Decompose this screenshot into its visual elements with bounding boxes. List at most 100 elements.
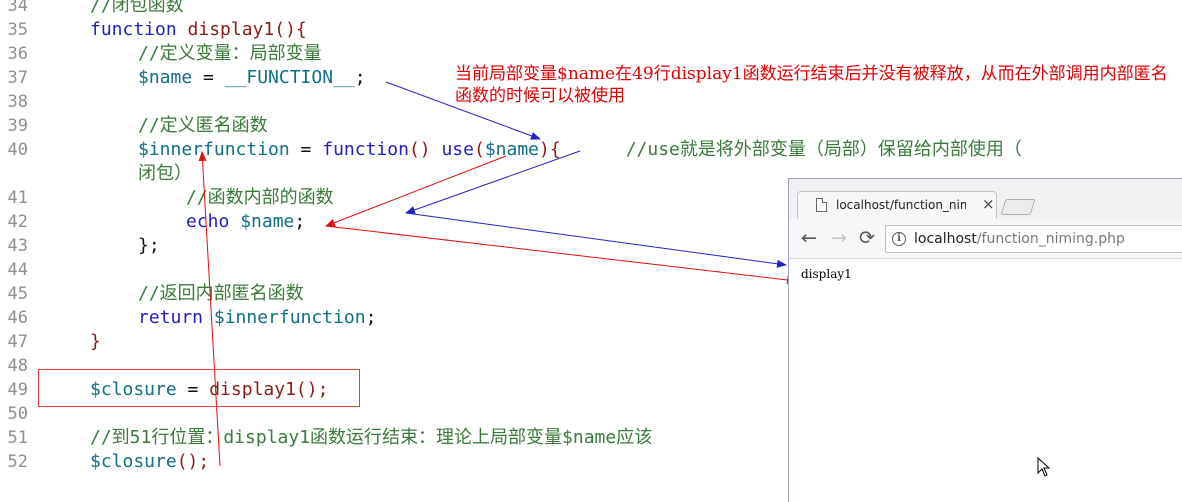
code-line: 47}: [0, 330, 1182, 354]
code-token: ();: [176, 451, 210, 472]
browser-tab[interactable]: localhost/function_niming.php ×: [797, 191, 997, 219]
code-token: [229, 211, 240, 232]
code-text: $closure();: [90, 450, 209, 474]
code-token: $name: [484, 139, 539, 160]
code-line: 41 //函数内部的函数: [0, 186, 1182, 210]
line-number: 38: [7, 92, 28, 112]
reload-icon[interactable]: ⟳: [859, 227, 875, 249]
tab-title: localhost/function_niming.php: [836, 198, 966, 212]
address-url[interactable]: localhost/function_niming.php: [914, 230, 1125, 248]
code-text: //函数内部的函数: [186, 186, 334, 210]
line-number: 40: [7, 140, 28, 160]
code-token: ;: [354, 67, 366, 88]
code-text: return $innerfunction;: [138, 306, 376, 330]
code-text: };: [138, 234, 160, 258]
code-token: //到51行位置：display1函数运行结束：理论上局部变量$name应该: [90, 427, 653, 448]
url-path: /function_niming.php: [976, 231, 1125, 247]
line-number: 44: [7, 260, 28, 280]
code-line: 45 //返回内部匿名函数: [0, 282, 1182, 306]
code-token: function: [322, 139, 409, 160]
code-line: 34 //闭包函数: [0, 0, 1182, 18]
code-token: function: [90, 19, 177, 40]
code-line: 52 $closure();: [0, 450, 1182, 474]
line-number: 36: [7, 44, 28, 64]
line-number: 46: [7, 308, 28, 328]
code-token: };: [138, 235, 160, 256]
address-bar[interactable]: i localhost/function_niming.php: [885, 225, 1182, 253]
mouse-cursor-icon: [1037, 457, 1051, 477]
code-token: __FUNCTION__: [224, 67, 355, 88]
line-number: 50: [7, 404, 28, 424]
code-line: 38: [0, 90, 1182, 114]
line-number: 42: [7, 212, 28, 232]
forward-icon[interactable]: →: [831, 227, 847, 249]
code-line: 35 function display1(){: [0, 18, 1182, 42]
code-text: echo $name;: [186, 210, 305, 234]
code-token: ;: [294, 211, 306, 232]
close-icon[interactable]: ×: [982, 195, 995, 213]
line-number: 34: [7, 0, 28, 16]
code-token: }: [90, 331, 101, 352]
page-output: display1: [801, 267, 852, 281]
line-number: 37: [7, 68, 28, 88]
code-text: //返回内部匿名函数: [138, 282, 304, 306]
code-text: 闭包）: [138, 162, 192, 186]
back-icon[interactable]: ←: [801, 227, 817, 249]
line-number: 43: [7, 236, 28, 256]
page-icon: [816, 198, 827, 212]
code-text: //定义匿名函数: [138, 114, 268, 138]
line-49-highlight-box: [38, 369, 360, 407]
code-token: 闭包）: [138, 163, 192, 184]
code-token: $closure: [90, 451, 177, 472]
line-number: 41: [7, 188, 28, 208]
code-token: //定义匿名函数: [138, 115, 268, 136]
code-token: ){: [539, 139, 561, 160]
code-line: 48: [0, 354, 1182, 378]
code-line: 51//到51行位置：display1函数运行结束：理论上局部变量$name应该: [0, 426, 1182, 450]
code-token: $closure: [90, 379, 177, 400]
code-token: =: [176, 379, 210, 400]
code-text: $closure = display1();: [90, 378, 328, 402]
code-line: 49 $closure = display1();: [0, 378, 1182, 402]
code-token: $innerfunction: [138, 139, 290, 160]
line-number: 49: [7, 380, 28, 400]
code-token: //闭包函数: [90, 0, 184, 16]
line-number: 39: [7, 116, 28, 136]
code-line: 36 //定义变量：局部变量: [0, 42, 1182, 66]
closure-annotation: 当前局部变量$name在49行display1函数运行结束后并没有被释放，从而在…: [455, 64, 1168, 106]
code-line: 37 $name = __FUNCTION__;: [0, 66, 1182, 90]
code-text: //到51行位置：display1函数运行结束：理论上局部变量$name应该: [90, 426, 652, 450]
code-token: $name: [240, 211, 295, 232]
line-number: 35: [7, 20, 28, 40]
code-token: $innerfunction: [213, 307, 366, 328]
code-token: //定义变量：局部变量: [138, 43, 322, 64]
code-token: //返回内部匿名函数: [138, 283, 304, 304]
code-line: 44: [0, 258, 1182, 282]
code-line: 39 //定义匿名函数: [0, 114, 1182, 138]
new-tab-button[interactable]: [1000, 199, 1036, 215]
code-token: display1(){: [176, 19, 307, 40]
code-line: 闭包）: [0, 162, 1182, 186]
code-token: echo: [186, 211, 230, 232]
code-token: =: [289, 139, 323, 160]
code-token: use: [441, 139, 474, 160]
browser-toolbar: ← → ⟳ i localhost/function_niming.php: [789, 219, 1182, 259]
line-number: 45: [7, 284, 28, 304]
url-host: localhost: [914, 231, 977, 247]
info-icon[interactable]: i: [892, 232, 906, 246]
code-token: display1();: [209, 379, 329, 400]
code-token: //use就是将外部变量（局部）保留给内部使用（: [560, 139, 1022, 160]
code-token: //函数内部的函数: [186, 187, 334, 208]
code-text: $name = __FUNCTION__;: [138, 66, 366, 90]
code-token: ;: [365, 307, 377, 328]
code-text: function display1(){: [90, 18, 307, 42]
line-number: 47: [7, 332, 28, 352]
browser-window: localhost/function_niming.php × ← → ⟳ i …: [788, 178, 1182, 502]
code-token: (): [408, 139, 442, 160]
line-number: 52: [7, 452, 28, 472]
code-token: =: [192, 67, 225, 88]
code-token: $name: [138, 67, 193, 88]
code-line: 46 return $innerfunction;: [0, 306, 1182, 330]
code-token: (: [473, 139, 485, 160]
